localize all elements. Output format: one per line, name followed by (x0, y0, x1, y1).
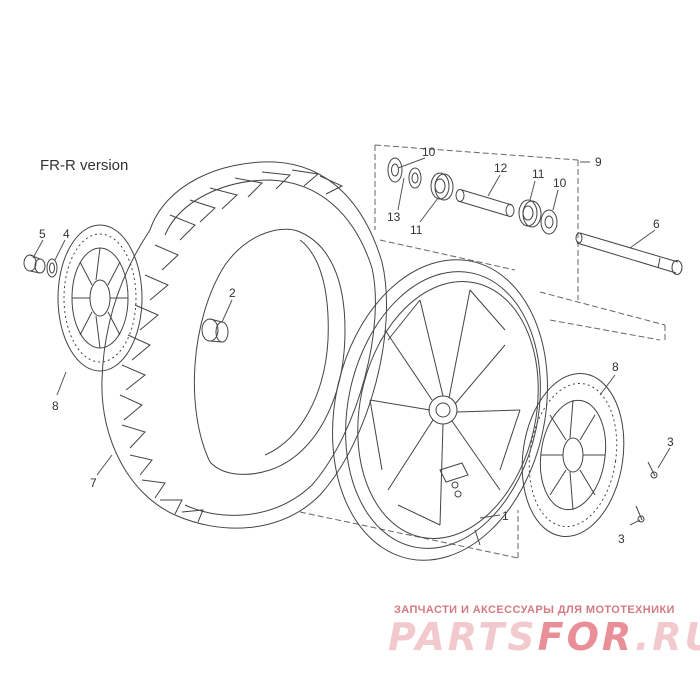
callout-8-right: 8 (612, 360, 619, 374)
part-6-axle (575, 232, 683, 275)
right-brake-disc (521, 373, 625, 537)
watermark-logo: PARTSFOR.RU (388, 615, 700, 659)
part-10-washer-2 (540, 209, 558, 235)
callout-10-top: 10 (422, 145, 436, 159)
part-3-screw-a (647, 461, 658, 479)
version-label: FR-R version (40, 157, 129, 174)
part-5-spacer (23, 254, 46, 274)
left-brake-disc (57, 224, 143, 372)
watermark-logo-part1: PARTS (388, 615, 538, 659)
part-12-spacer (455, 189, 515, 217)
callout-numbers: 10 9 12 11 10 13 11 6 5 4 2 8 7 8 3 1 3 (39, 145, 674, 546)
part-2-bushing (201, 318, 229, 343)
callout-8-left: 8 (52, 399, 59, 413)
callout-6: 6 (653, 217, 660, 231)
callout-4: 4 (63, 227, 70, 241)
callout-11-right: 11 (532, 167, 545, 181)
part-11-bearing (430, 172, 454, 201)
part-4-seal (46, 258, 58, 278)
callout-12: 12 (494, 161, 508, 175)
callout-10-right: 10 (553, 176, 567, 190)
watermark-tagline: ЗАПЧАСТИ И АКСЕССУАРЫ ДЛЯ МОТОТЕХНИКИ (394, 604, 675, 616)
callout-3-top: 3 (667, 435, 674, 449)
part-3-screw-b (635, 505, 645, 523)
valve-parts (439, 462, 481, 546)
part-10-washer (387, 157, 422, 189)
callout-7: 7 (90, 476, 97, 490)
part-11-bearing-2 (518, 199, 542, 228)
watermark-logo-part2: FOR (537, 615, 635, 659)
tyre (101, 161, 387, 529)
callout-3-bottom: 3 (618, 532, 625, 546)
rim (332, 259, 548, 561)
assembly-frame (299, 144, 666, 559)
callout-1: 1 (502, 509, 509, 523)
callout-13: 13 (387, 210, 401, 224)
callout-11-left: 11 (410, 223, 423, 237)
callout-5: 5 (39, 227, 46, 241)
leader-lines (32, 157, 671, 526)
watermark-logo-part3: .RU (634, 615, 700, 659)
tyre-tread (119, 169, 344, 523)
callout-2: 2 (229, 286, 236, 300)
callout-9: 9 (595, 155, 602, 169)
